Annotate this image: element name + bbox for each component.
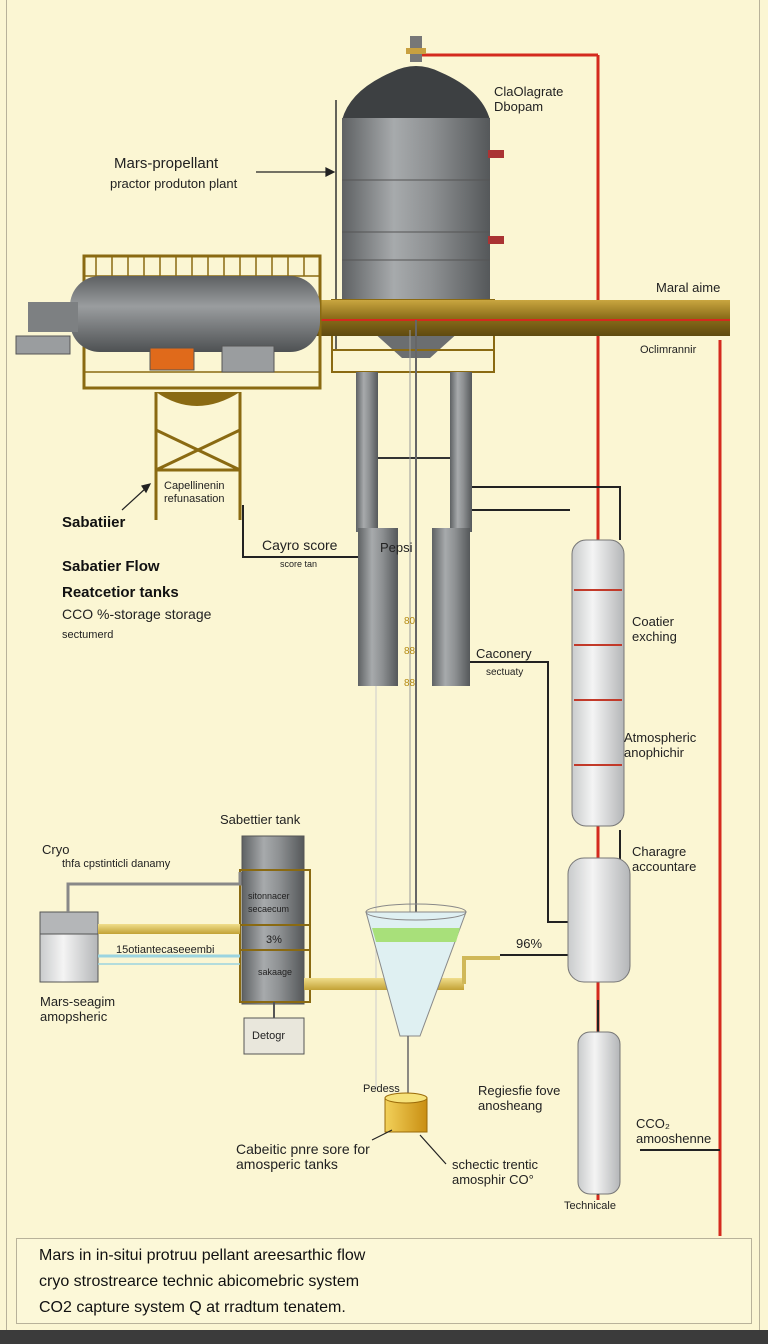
label-flow: 15otiantecaseeembi	[116, 944, 215, 956]
label-cryo-sub: thfa cpstinticli danamy	[62, 858, 171, 870]
label-num-1: 80	[404, 616, 416, 627]
product-cup	[384, 1092, 428, 1133]
label-tank-pct: 3%	[266, 934, 282, 946]
sabatier-reactor	[15, 254, 322, 520]
conical-collector	[365, 903, 467, 1096]
label-96: 96%	[516, 936, 543, 951]
atmospheric-intake	[39, 872, 500, 990]
caption-line-1: Mars in in-situi protruu pellant areesar…	[39, 1247, 366, 1264]
label-tank-bottom: Detogr	[252, 1030, 286, 1042]
label-sabettier-tank: Sabettier tank	[220, 812, 301, 827]
label-co2: CCO₂ amooshenne	[636, 1116, 712, 1146]
diagram-frame	[6, 0, 760, 1344]
label-num-2: 88	[404, 646, 416, 657]
label-caconery: Caconery	[476, 646, 532, 661]
leader-lines	[121, 167, 447, 1165]
product-pipe	[300, 300, 730, 336]
label-sectumerd: sectumerd	[62, 629, 114, 641]
label-reatcetior-tanks: Reatcetior tanks	[62, 584, 179, 601]
label-coatier: Coatier exching	[632, 614, 677, 644]
charge-accumulator	[567, 857, 631, 983]
label-cabeitic: Cabeitic pnre sore for amosperic tanks	[236, 1141, 370, 1172]
label-num-3: 88	[404, 678, 416, 689]
label-pepsi: Pepsi	[380, 540, 413, 555]
label-regiesfie: Regiesfie fove anosheang	[478, 1083, 561, 1113]
label-sabatiier: Sabatiier	[62, 514, 126, 531]
co2-tank	[577, 1031, 621, 1195]
label-sabatier-flow: Sabatier Flow	[62, 558, 160, 575]
bottom-bar	[0, 1330, 768, 1344]
label-atmospheric: Atmospheric anophichir	[624, 730, 697, 760]
caption-line-3: CO2 capture system Q at rradtum tenatem.	[39, 1299, 346, 1316]
sabatier-tank	[239, 835, 311, 1055]
label-tank-top: sitonnacer secaecum	[248, 891, 290, 914]
label-plant-subtitle: practor produton plant	[110, 176, 238, 191]
label-score-tan: score tan	[280, 559, 318, 569]
label-schectic: schectic trentic amosphir CO°	[452, 1157, 538, 1187]
storage-columns	[356, 320, 472, 1090]
caption-line-2: cryo strostrearce technic abicomebric sy…	[39, 1273, 360, 1290]
label-top-right: ClaOlagrate Dbopam	[494, 84, 564, 114]
label-maral-aime: Maral aime	[656, 280, 721, 295]
label-cayro-score: Cayro score	[262, 537, 338, 553]
label-plant-title: Mars-propellant	[114, 155, 219, 172]
label-technicale: Technicale	[564, 1200, 616, 1212]
exchange-column	[571, 539, 625, 827]
label-oclimrannir: Oclimrannir	[640, 344, 697, 356]
caption-box: Mars in in-situi protruu pellant areesar…	[16, 1238, 752, 1324]
label-sectuaty: sectuaty	[486, 667, 524, 678]
label-tank-mid: sakaage	[258, 967, 293, 977]
label-capellinenin: Capellinenin refunasation	[164, 480, 225, 505]
label-cryo: Cryo	[42, 842, 70, 857]
label-pedess: Pedess	[363, 1083, 400, 1095]
label-storage: CCO %-storage storage	[62, 606, 212, 622]
label-charagre: Charagre accountare	[632, 844, 697, 874]
label-mars-seagim: Mars-seagim amopsheric	[40, 994, 116, 1024]
